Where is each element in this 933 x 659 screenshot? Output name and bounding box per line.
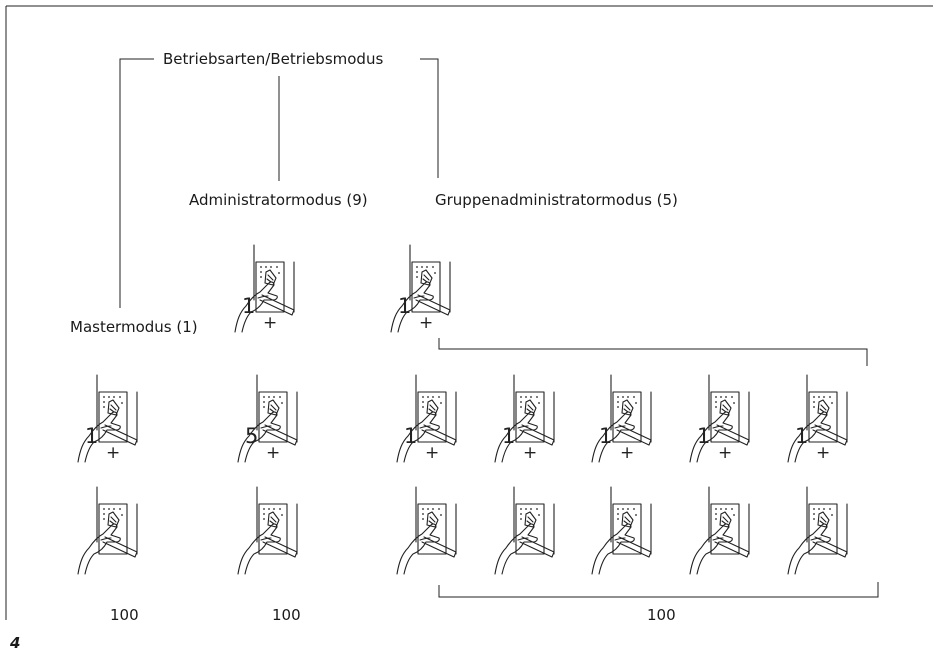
group-count: 100	[647, 606, 676, 624]
keypad-group-entry: 1+	[589, 370, 659, 469]
keypad-group-entry-drawing: 1+	[396, 374, 457, 463]
keypad-group-admin-drawing: 1+	[390, 244, 451, 333]
key-digit: 1	[502, 424, 515, 448]
plus-sign: +	[620, 443, 634, 463]
keypad-master-user-drawing	[77, 486, 138, 575]
key-digit: 1	[398, 294, 411, 318]
keypad-group-user-drawing	[396, 486, 457, 575]
admin-count: 100	[272, 606, 301, 624]
plus-sign: +	[419, 313, 433, 333]
keypad-group-user-drawing	[689, 486, 750, 575]
plus-sign: +	[425, 443, 439, 463]
keypad-group-entry-drawing: 1+	[787, 374, 848, 463]
plus-sign: +	[523, 443, 537, 463]
key-digit: 1	[242, 294, 255, 318]
keypad-group-entry: 1+	[785, 370, 855, 469]
admin-mode-label: Administratormodus (9)	[189, 191, 368, 209]
keypad-group-user	[394, 482, 464, 581]
plus-sign: +	[263, 313, 277, 333]
keypad-group-user	[687, 482, 757, 581]
group-admin-mode-label: Gruppenadministratormodus (5)	[435, 191, 678, 209]
frame-border	[5, 5, 933, 620]
keypad-group-entry: 1+	[394, 370, 464, 469]
keypad-group-entry: 1+	[492, 370, 562, 469]
keypad-group-user	[785, 482, 855, 581]
key-digit: 1	[404, 424, 417, 448]
keypad-group-admin: 1+	[388, 240, 458, 339]
keypad-group-user	[492, 482, 562, 581]
master-count: 100	[110, 606, 139, 624]
keypad-admin-drawing: 1+	[234, 244, 295, 333]
keypad-master-entry: 1+	[75, 370, 145, 469]
keypad-admin-entry: 5+	[235, 370, 305, 469]
keypad-admin-user-drawing	[237, 486, 298, 575]
group-top-bracket	[438, 338, 868, 366]
keypad-master-entry-drawing: 1+	[77, 374, 138, 463]
plus-sign: +	[718, 443, 732, 463]
group-bottom-bracket	[438, 582, 879, 598]
master-mode-label: Mastermodus (1)	[70, 318, 198, 336]
figure-number: 4	[10, 634, 21, 652]
keypad-group-entry-drawing: 1+	[494, 374, 555, 463]
keypad-group-user-drawing	[787, 486, 848, 575]
keypad-group-entry: 1+	[687, 370, 757, 469]
keypad-master-user	[75, 482, 145, 581]
plus-sign: +	[816, 443, 830, 463]
keypad-group-user-drawing	[494, 486, 555, 575]
keypad-admin-entry-drawing: 5+	[237, 374, 298, 463]
keypad-group-user-drawing	[591, 486, 652, 575]
keypad-admin-user	[235, 482, 305, 581]
keypad-group-entry-drawing: 1+	[591, 374, 652, 463]
key-digit: 5	[245, 424, 258, 448]
key-digit: 1	[697, 424, 710, 448]
key-digit: 1	[599, 424, 612, 448]
key-digit: 1	[85, 424, 98, 448]
group-connector	[420, 58, 439, 178]
plus-sign: +	[106, 443, 120, 463]
diagram-title: Betriebsarten/Betriebsmodus	[163, 50, 384, 68]
keypad-admin: 1+	[232, 240, 302, 339]
key-digit: 1	[795, 424, 808, 448]
plus-sign: +	[266, 443, 280, 463]
master-connector	[119, 58, 154, 308]
keypad-group-entry-drawing: 1+	[689, 374, 750, 463]
keypad-group-user	[589, 482, 659, 581]
